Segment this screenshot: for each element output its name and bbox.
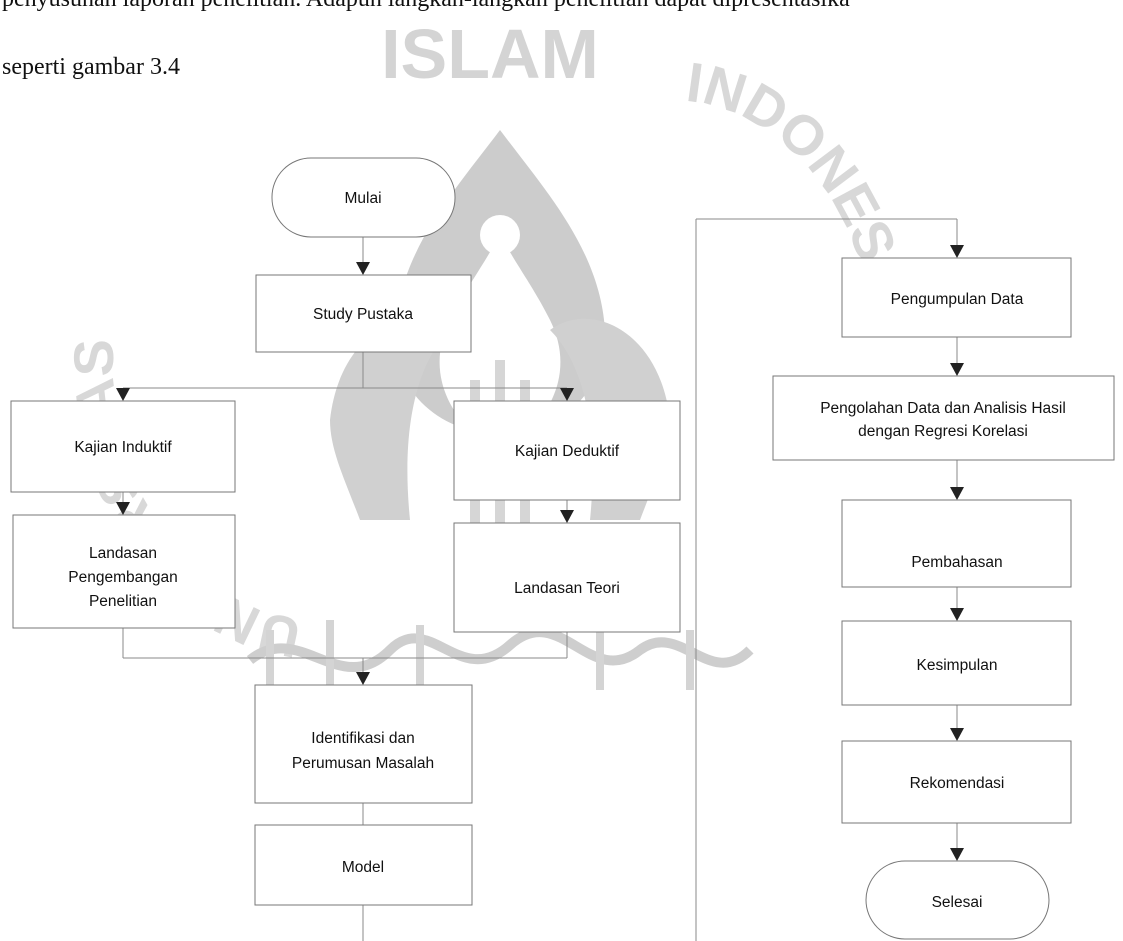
landasan-teori-label: Landasan Teori — [514, 580, 620, 597]
start-label: Mulai — [344, 190, 381, 207]
kajian-induktif-box — [10, 400, 236, 493]
model-box — [254, 824, 473, 906]
pembahasan-label: Pembahasan — [911, 554, 1002, 571]
paragraph-line-1: penyusunan laporan penelitian. Adapun la… — [2, 0, 850, 13]
pengolahan-line-1: Pengolahan Data dan Analisis Hasil — [820, 400, 1066, 417]
pengumpulan-data-box — [841, 257, 1072, 338]
landasan-pengembangan-line-3: Penelitian — [89, 593, 157, 610]
end-label: Selesai — [932, 894, 983, 911]
landasan-pengembangan-line-1: Landasan — [89, 545, 157, 562]
pengolahan-box — [772, 375, 1115, 461]
study-pustaka-label: Study Pustaka — [313, 306, 413, 323]
rekomendasi-box — [841, 740, 1072, 824]
landasan-pengembangan-line-2: Pengembangan — [68, 569, 177, 586]
paragraph-line-2: seperti gambar 3.4 — [2, 54, 180, 80]
start-terminator — [271, 157, 456, 238]
kajian-induktif-label: Kajian Induktif — [74, 439, 172, 456]
identifikasi-line-2: Perumusan Masalah — [292, 755, 434, 772]
watermark-top-text: ISLAM — [381, 15, 599, 93]
pembahasan-box — [841, 499, 1072, 588]
pengumpulan-data-label: Pengumpulan Data — [891, 291, 1024, 308]
model-label: Model — [342, 859, 384, 876]
end-terminator — [865, 860, 1050, 940]
identifikasi-box — [254, 684, 473, 804]
identifikasi-line-1: Identifikasi dan — [311, 730, 414, 747]
pengolahan-line-2: dengan Regresi Korelasi — [858, 423, 1028, 440]
kajian-deduktif-box — [453, 400, 681, 501]
rekomendasi-label: Rekomendasi — [910, 775, 1005, 792]
study-pustaka-box — [255, 274, 472, 353]
landasan-teori-box — [453, 522, 681, 633]
kesimpulan-label: Kesimpulan — [917, 657, 998, 674]
kesimpulan-box — [841, 620, 1072, 706]
landasan-pengembangan-box — [12, 514, 236, 629]
kajian-deduktif-label: Kajian Deduktif — [515, 443, 620, 460]
